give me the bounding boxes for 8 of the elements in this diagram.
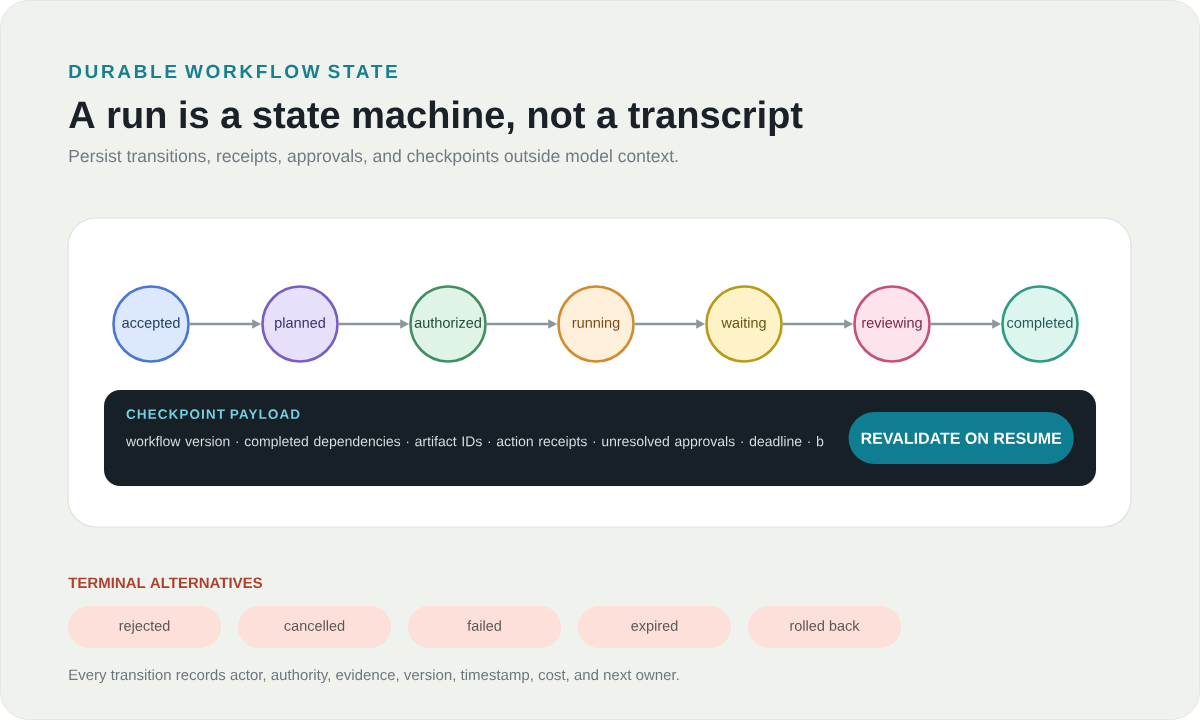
subtitle-text: Persist transitions, receipts, approvals, and checkpoints outside model context. [69,149,678,166]
panel-text: workflow version · completed dependencies · artifact IDs · action receipts · unresolved approvals · deadline · b [126,436,824,450]
section-heading: TERMINAL ALTERNATIVES [68,577,263,589]
panel-heading: CHECKPOINT PAYLOAD [126,409,300,419]
title-text: A run is a state machine, not a transcript [69,100,803,136]
eyebrow-text: DURABLE WORKFLOW STATE [69,64,397,79]
caption-text: Every transition records actor, authority, evidence, version, timestamp, cost, and next owner. [69,669,679,684]
pill-button: REVALIDATE ON RESUME [848,412,1074,464]
